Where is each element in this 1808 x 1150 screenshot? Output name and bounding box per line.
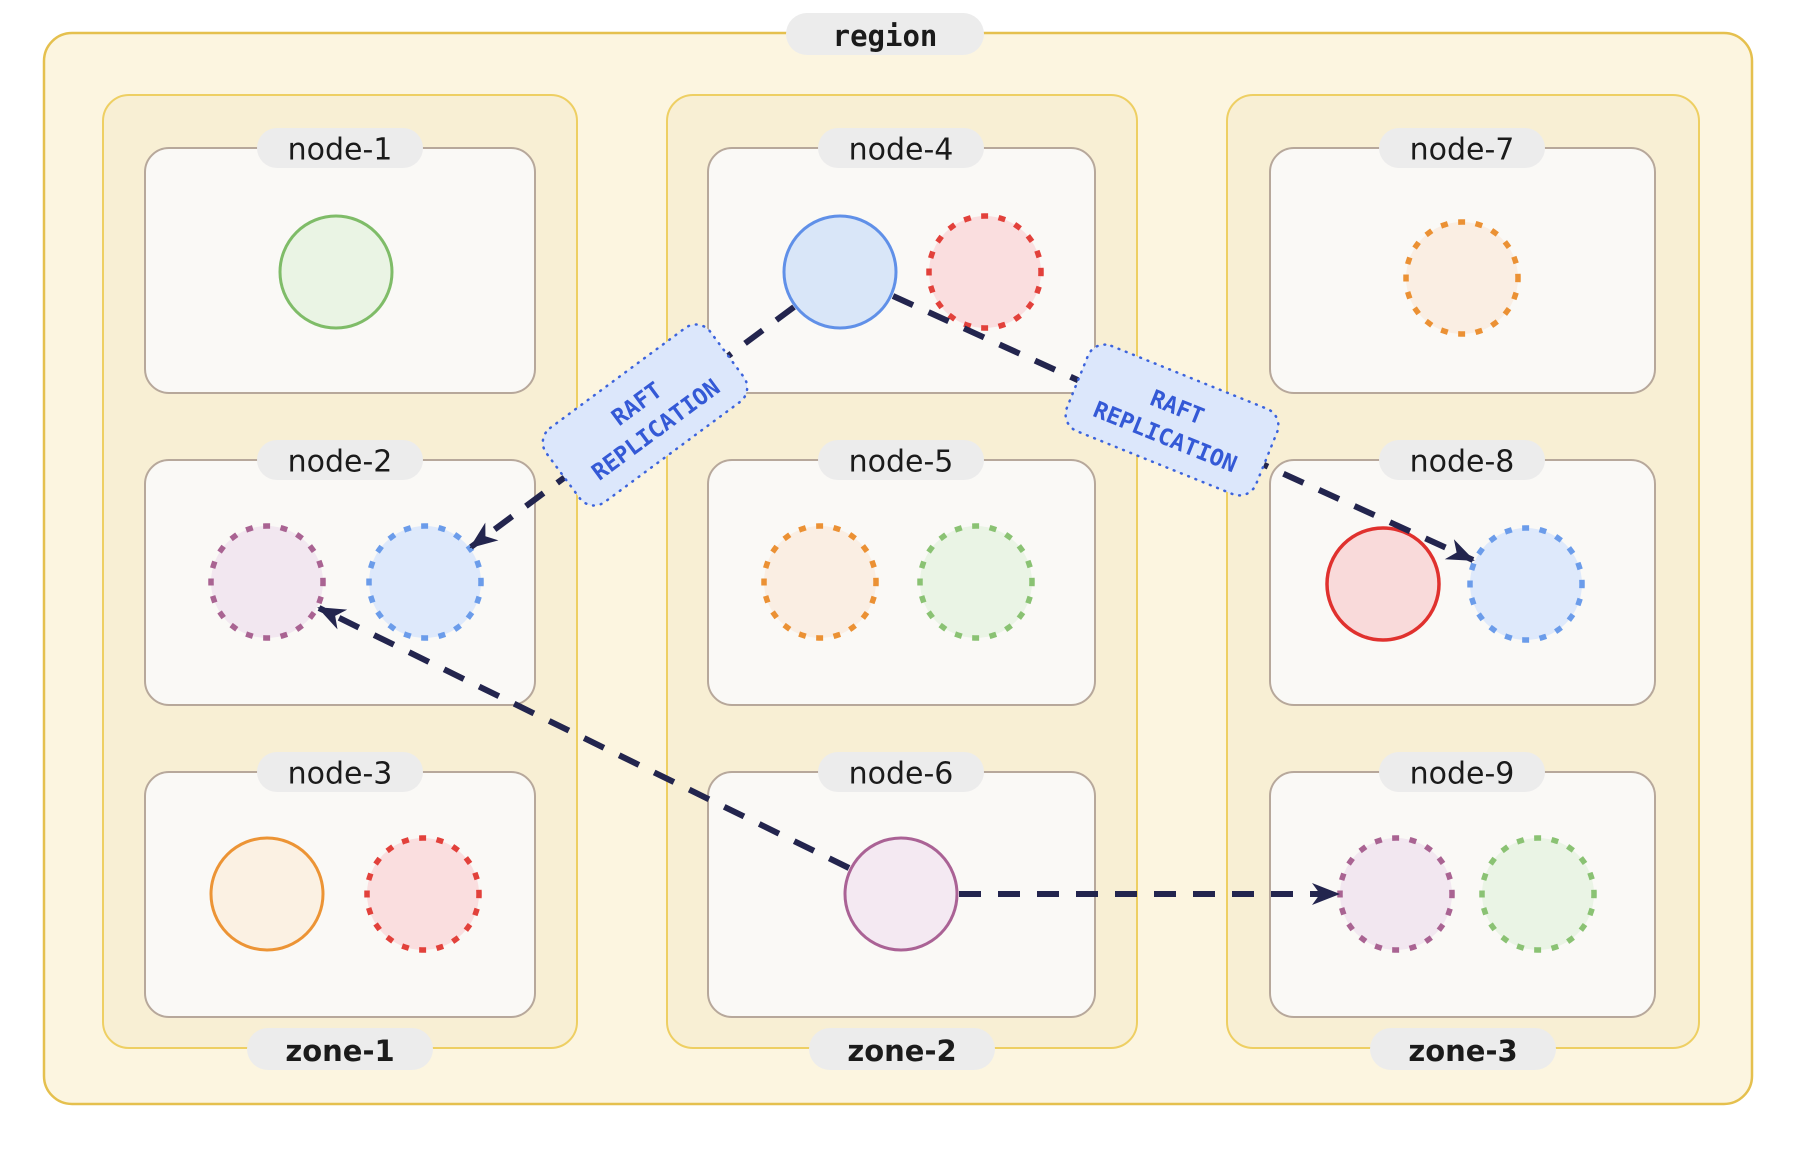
raft-replication-label-left: RAFT REPLICATION <box>541 323 749 507</box>
node-9-replica-green-dotted <box>1479 835 1597 953</box>
zone-3-label: zone-3 <box>1370 1028 1556 1070</box>
raft-label-box <box>541 323 749 507</box>
node-2-label: node-2 <box>257 440 423 480</box>
node-6-replica-purple-solid <box>843 836 959 952</box>
node-1-replica-green-solid <box>278 214 394 330</box>
node-2-replica-blue-dotted <box>366 523 484 641</box>
node-4-label: node-4 <box>818 128 984 168</box>
raft-label-box <box>1064 343 1280 497</box>
node-9-label: node-9 <box>1379 752 1545 792</box>
node-8-replica-blue-dotted <box>1467 525 1585 643</box>
region-label-text: region <box>833 19 938 53</box>
node-3-replica-red-dotted <box>364 835 482 953</box>
arrow-node6-to-node2 <box>317 605 851 871</box>
node-3-replica-orange-solid <box>209 836 325 952</box>
node-4-replica-red-dotted <box>926 213 1044 331</box>
node-6-label: node-6 <box>818 752 984 792</box>
node-5-replica-orange-dotted <box>761 523 879 641</box>
node-2-label-text: node-2 <box>288 445 393 480</box>
node-5-label: node-5 <box>818 440 984 480</box>
node-1-label: node-1 <box>257 128 423 168</box>
node-4-replica-blue-solid <box>782 214 898 330</box>
node-3-label: node-3 <box>257 752 423 792</box>
node-2-replica-purple-dotted <box>208 523 326 641</box>
node-9-replica-purple-dotted <box>1337 835 1455 953</box>
zone-2-label-text: zone-2 <box>847 1034 956 1068</box>
node-7-replica-orange-dotted <box>1403 219 1521 337</box>
node-4-label-text: node-4 <box>849 133 954 168</box>
zone-1-label: zone-1 <box>247 1028 433 1070</box>
node-1-label-text: node-1 <box>288 133 393 168</box>
node-5-replica-green-dotted <box>917 523 1035 641</box>
region-label: region <box>786 13 984 55</box>
node-8-replica-red-solid <box>1325 526 1441 642</box>
node-8-label-text: node-8 <box>1410 445 1515 480</box>
node-8-label: node-8 <box>1379 440 1545 480</box>
node-6-label-text: node-6 <box>849 757 954 792</box>
node-7-label: node-7 <box>1379 128 1545 168</box>
node-9-label-text: node-9 <box>1410 757 1515 792</box>
node-3-label-text: node-3 <box>288 757 393 792</box>
node-5-label-text: node-5 <box>849 445 954 480</box>
node-7-label-text: node-7 <box>1410 133 1515 168</box>
zone-1-label-text: zone-1 <box>285 1034 394 1068</box>
zone-2-label: zone-2 <box>809 1028 995 1070</box>
zone-3-label-text: zone-3 <box>1408 1034 1517 1068</box>
